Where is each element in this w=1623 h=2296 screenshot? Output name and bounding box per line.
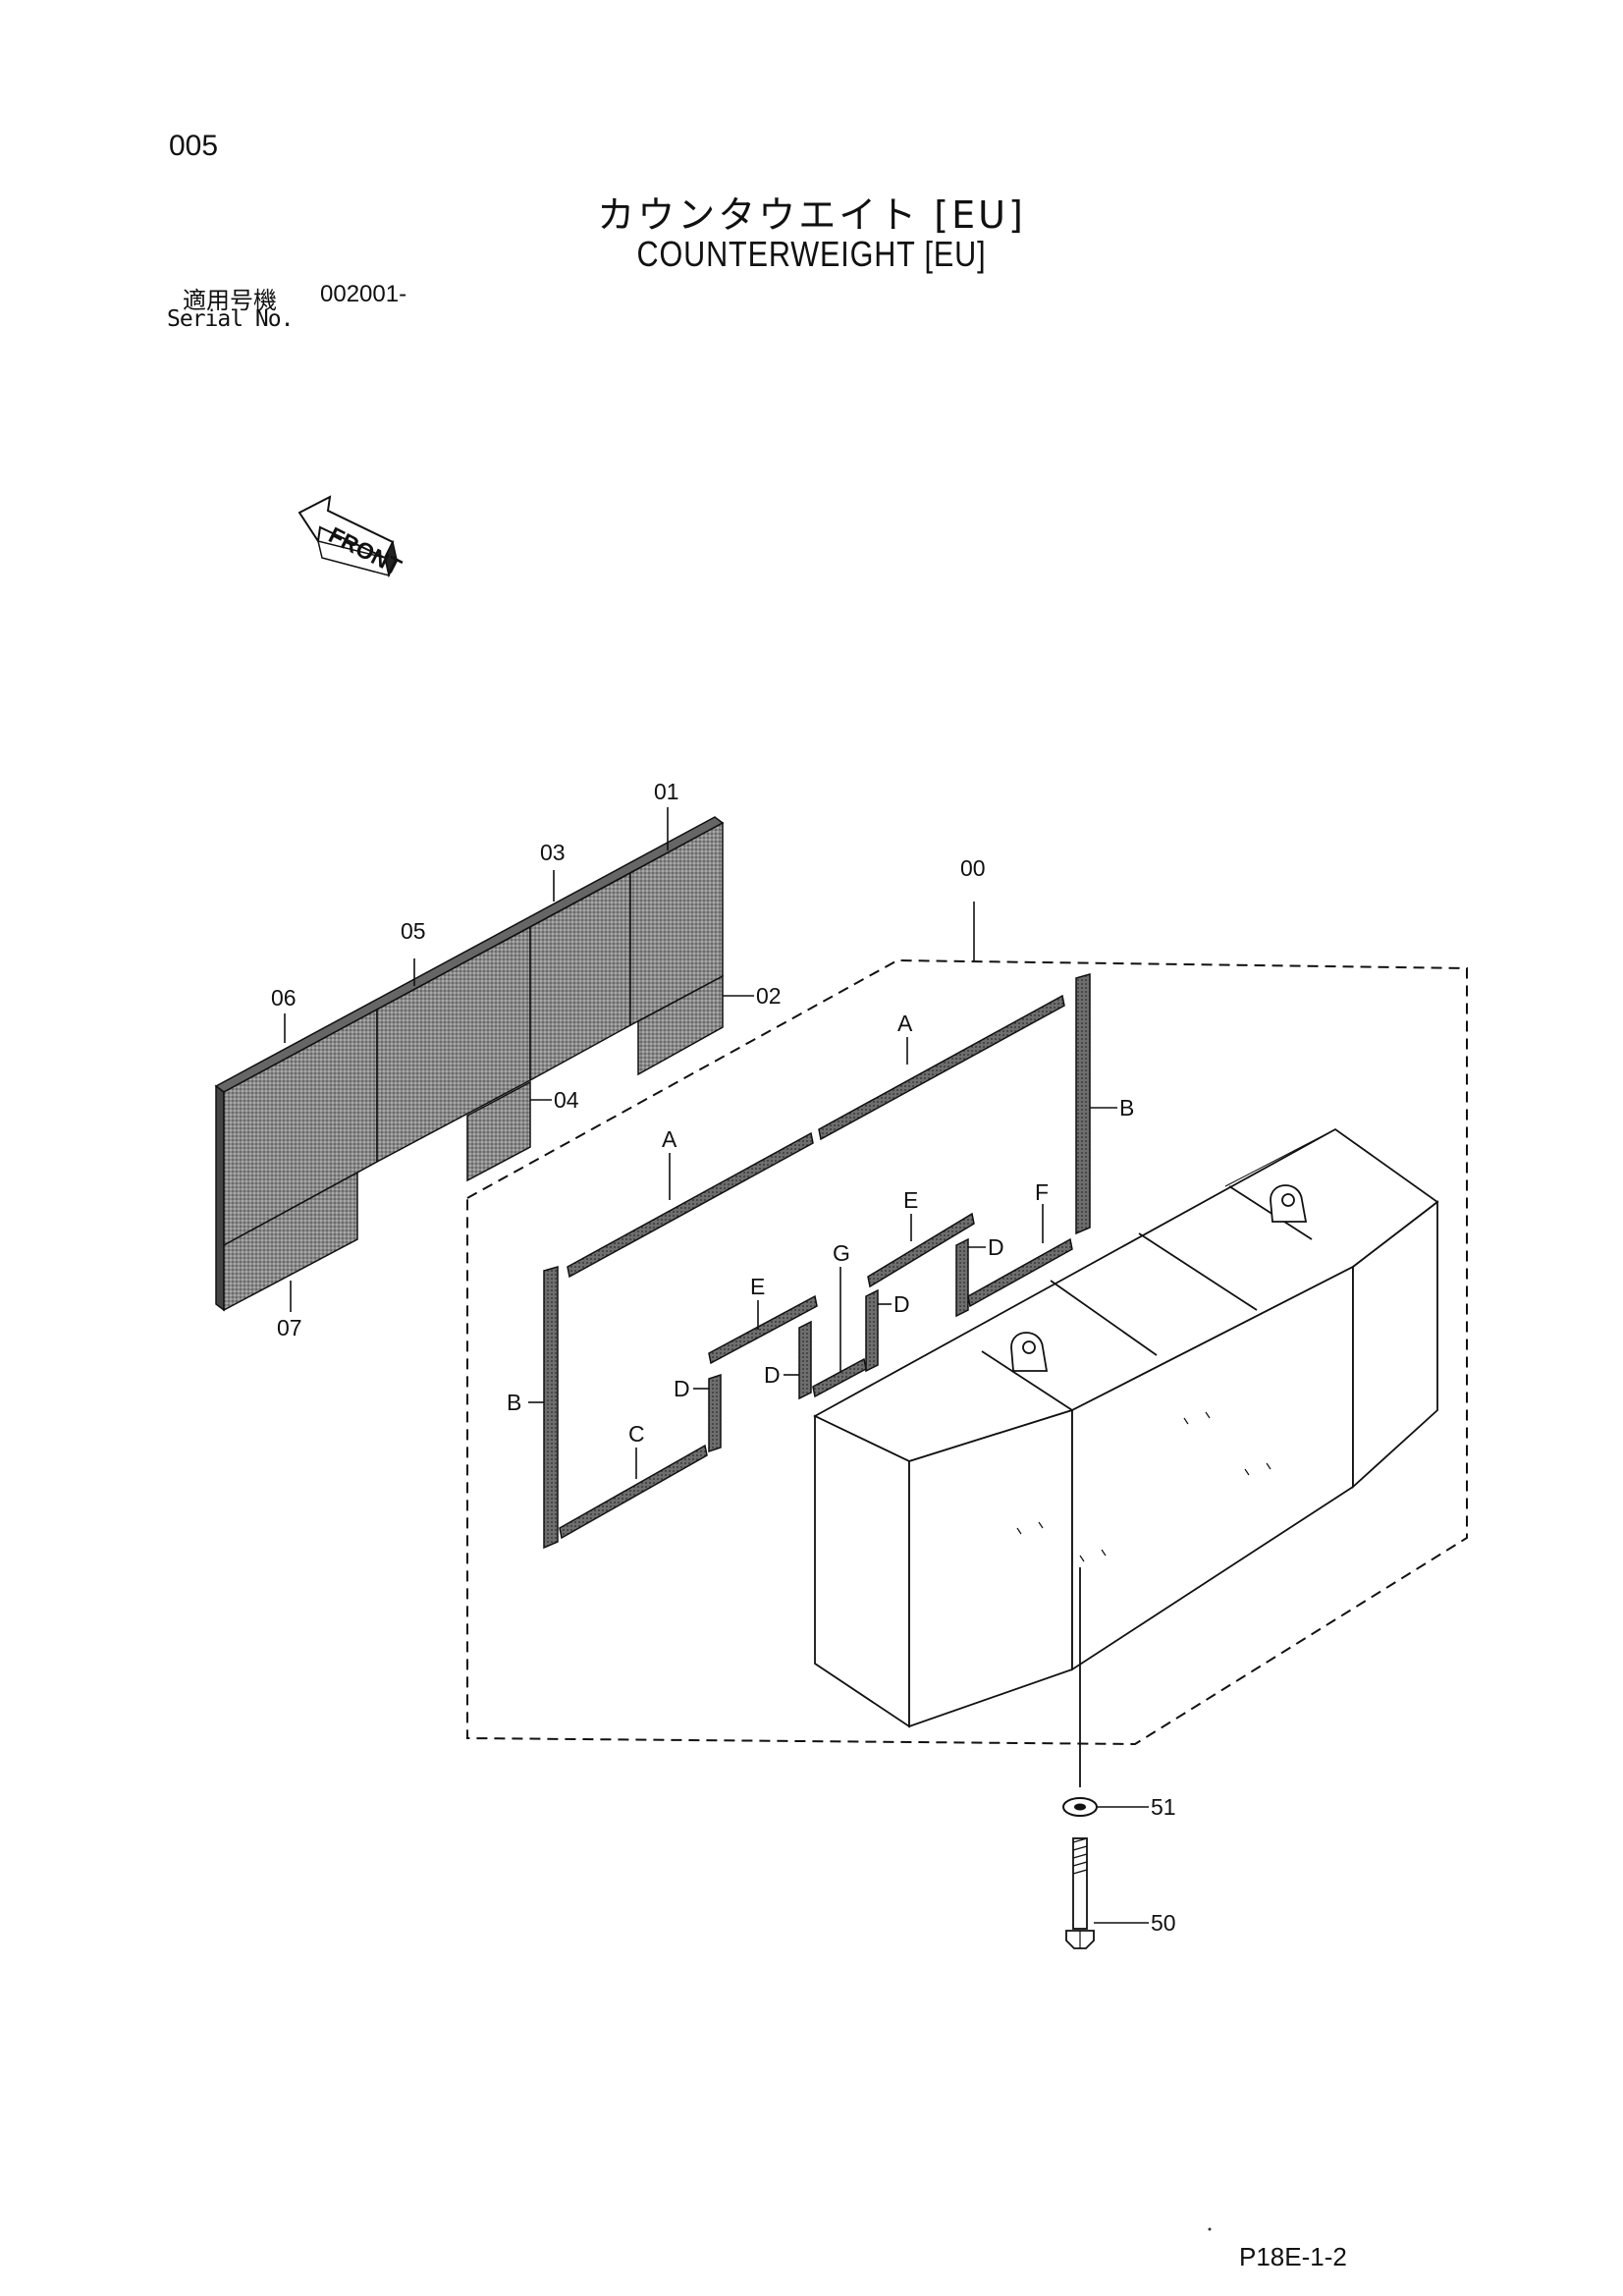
- serial-label-japanese: 適用号機: [183, 287, 277, 314]
- serial-number-value: 002001-: [320, 281, 407, 307]
- washer-51: [1062, 1797, 1098, 1817]
- callout-07: 07: [277, 1315, 302, 1340]
- serial-label-english: Serial No.: [167, 306, 294, 332]
- leader-lines: [284, 807, 1149, 1924]
- page-code: P18E-1-2: [1239, 2242, 1347, 2271]
- seal-label-d-4: D: [988, 1234, 1004, 1260]
- seal-label-e-right: E: [903, 1187, 918, 1213]
- seal-strips: [543, 973, 1091, 1550]
- seal-label-a-lower: A: [662, 1126, 677, 1152]
- pad-panel-02: [637, 974, 724, 1076]
- callout-labels: 01 03 05 06 02 04 07 00 51 50: [271, 779, 1176, 1936]
- pad-panel-04: [466, 1080, 531, 1182]
- seal-label-d-1: D: [674, 1376, 690, 1401]
- seal-label-b-left: B: [507, 1390, 521, 1415]
- pad-panel-07: [223, 1171, 358, 1312]
- insulation-pad-assembly: [214, 816, 725, 1312]
- page-title-japanese: カウンタウエイト [EU]: [597, 193, 1026, 237]
- seal-label-g: G: [833, 1240, 850, 1266]
- seal-label-f: F: [1035, 1179, 1049, 1205]
- seal-letter-labels: A A B B C E E F G D D D D: [507, 1011, 1134, 1447]
- assembly-boundary-00: [466, 958, 1468, 1746]
- front-direction-arrow-icon: FRONT: [298, 495, 406, 579]
- counterweight-body: [813, 1127, 1439, 1728]
- callout-03: 03: [540, 840, 566, 865]
- pad-panel-03: [529, 871, 631, 1082]
- callout-04: 04: [554, 1087, 579, 1113]
- callout-06: 06: [271, 985, 297, 1011]
- callout-02: 02: [756, 983, 782, 1009]
- bolt-50: [1065, 1837, 1095, 1949]
- seal-label-a-upper: A: [897, 1011, 913, 1036]
- seal-label-c: C: [628, 1421, 645, 1447]
- scan-speck: [1208, 2227, 1212, 2231]
- callout-00: 00: [960, 855, 986, 881]
- callout-51: 51: [1151, 1794, 1176, 1820]
- seal-label-d-3: D: [893, 1291, 910, 1317]
- callout-50: 50: [1151, 1910, 1176, 1936]
- page-number: 005: [169, 130, 219, 162]
- seal-label-b-right: B: [1119, 1095, 1134, 1121]
- seal-label-d-2: D: [764, 1362, 781, 1388]
- callout-05: 05: [401, 918, 426, 944]
- seal-label-e-left: E: [750, 1274, 765, 1299]
- callout-01: 01: [654, 779, 679, 804]
- page-title-english: COUNTERWEIGHT [EU]: [636, 234, 987, 274]
